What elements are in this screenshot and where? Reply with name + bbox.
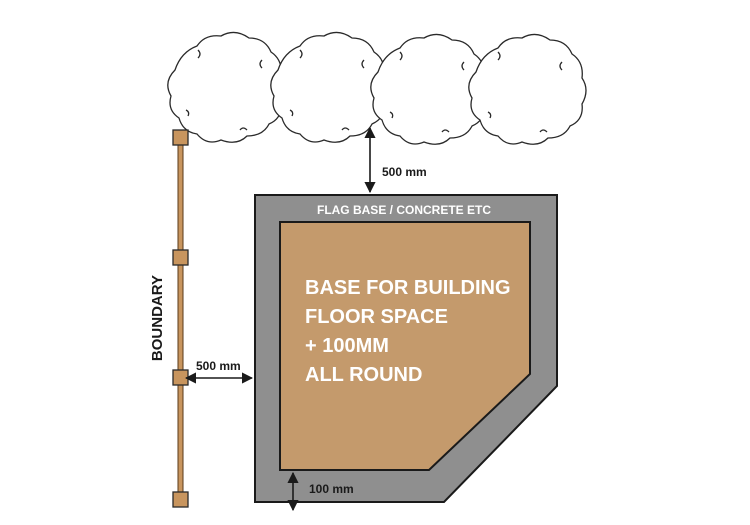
side-gap-label: 500 mm	[196, 359, 241, 373]
building-base-area	[279, 221, 531, 471]
shrub-icon	[167, 31, 286, 143]
top-gap-label: 500 mm	[382, 165, 427, 179]
base-line-1: BASE FOR BUILDING	[305, 277, 511, 299]
fence-post-icon	[172, 249, 189, 266]
boundary-fence	[172, 129, 189, 508]
shrub-icon	[468, 33, 587, 145]
fence-post-icon	[172, 491, 189, 508]
fence-post-icon	[172, 369, 189, 386]
base-line-2: FLOOR SPACE	[305, 306, 448, 328]
base-line-3: + 100MM	[305, 335, 389, 357]
fence-post-icon	[172, 129, 189, 146]
flag-base-label: FLAG BASE / CONCRETE ETC	[317, 203, 491, 217]
boundary-label: BOUNDARY	[149, 275, 166, 361]
bottom-gap-label: 100 mm	[309, 482, 354, 496]
building-base-text: BASE FOR BUILDING FLOOR SPACE + 100MM AL…	[305, 277, 511, 386]
hedge-row	[167, 31, 587, 145]
fence-rail	[177, 137, 184, 499]
base-line-4: ALL ROUND	[305, 364, 422, 386]
